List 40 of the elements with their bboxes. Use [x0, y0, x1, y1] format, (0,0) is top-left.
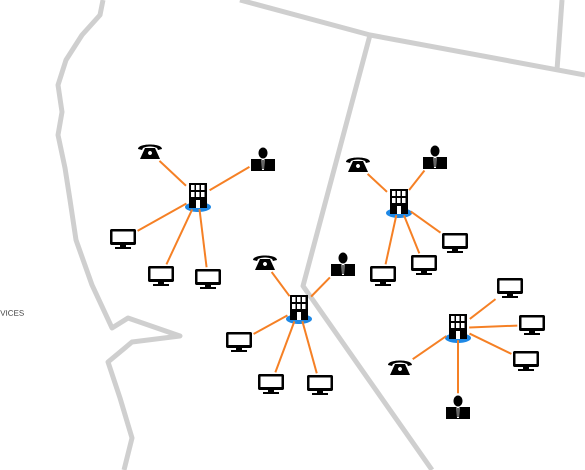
phone-icon — [346, 158, 370, 172]
building-icon — [185, 183, 211, 212]
monitor-icon — [258, 374, 284, 394]
person-icon — [251, 148, 275, 171]
connector-line — [166, 209, 194, 265]
connector-line — [408, 170, 426, 191]
person-icon — [331, 252, 355, 276]
connector-line — [410, 210, 442, 234]
monitor-icon — [226, 332, 252, 352]
connector-line — [469, 298, 496, 320]
building-icon — [286, 295, 312, 324]
connector-line — [198, 209, 208, 268]
monitor-icon — [411, 255, 437, 275]
connector-line — [469, 332, 512, 355]
monitor-icon — [370, 266, 396, 286]
monitor-icon — [307, 375, 333, 395]
monitor-icon — [519, 315, 545, 335]
connector-line — [253, 314, 288, 335]
person-icon — [446, 396, 470, 419]
monitor-icon — [513, 351, 539, 371]
building-icon — [445, 314, 471, 343]
monitor-icon — [148, 266, 174, 286]
monitor-icon — [195, 269, 221, 289]
connector-line — [270, 271, 290, 297]
phone-icon — [388, 360, 412, 375]
connector-line — [412, 335, 447, 360]
monitor-icon — [110, 229, 136, 249]
phone-icon — [138, 144, 162, 159]
connector-line — [310, 276, 331, 298]
connector-line — [469, 324, 518, 329]
monitor-icon — [442, 233, 468, 253]
building-icon — [386, 189, 412, 218]
connector-line — [158, 160, 187, 186]
connector-line — [457, 340, 459, 394]
label-text: VICES — [0, 310, 24, 316]
person-icon — [423, 146, 447, 169]
connector-line — [366, 173, 388, 193]
phone-icon — [253, 256, 277, 270]
connector-line — [137, 202, 187, 232]
monitor-icon — [497, 278, 523, 298]
